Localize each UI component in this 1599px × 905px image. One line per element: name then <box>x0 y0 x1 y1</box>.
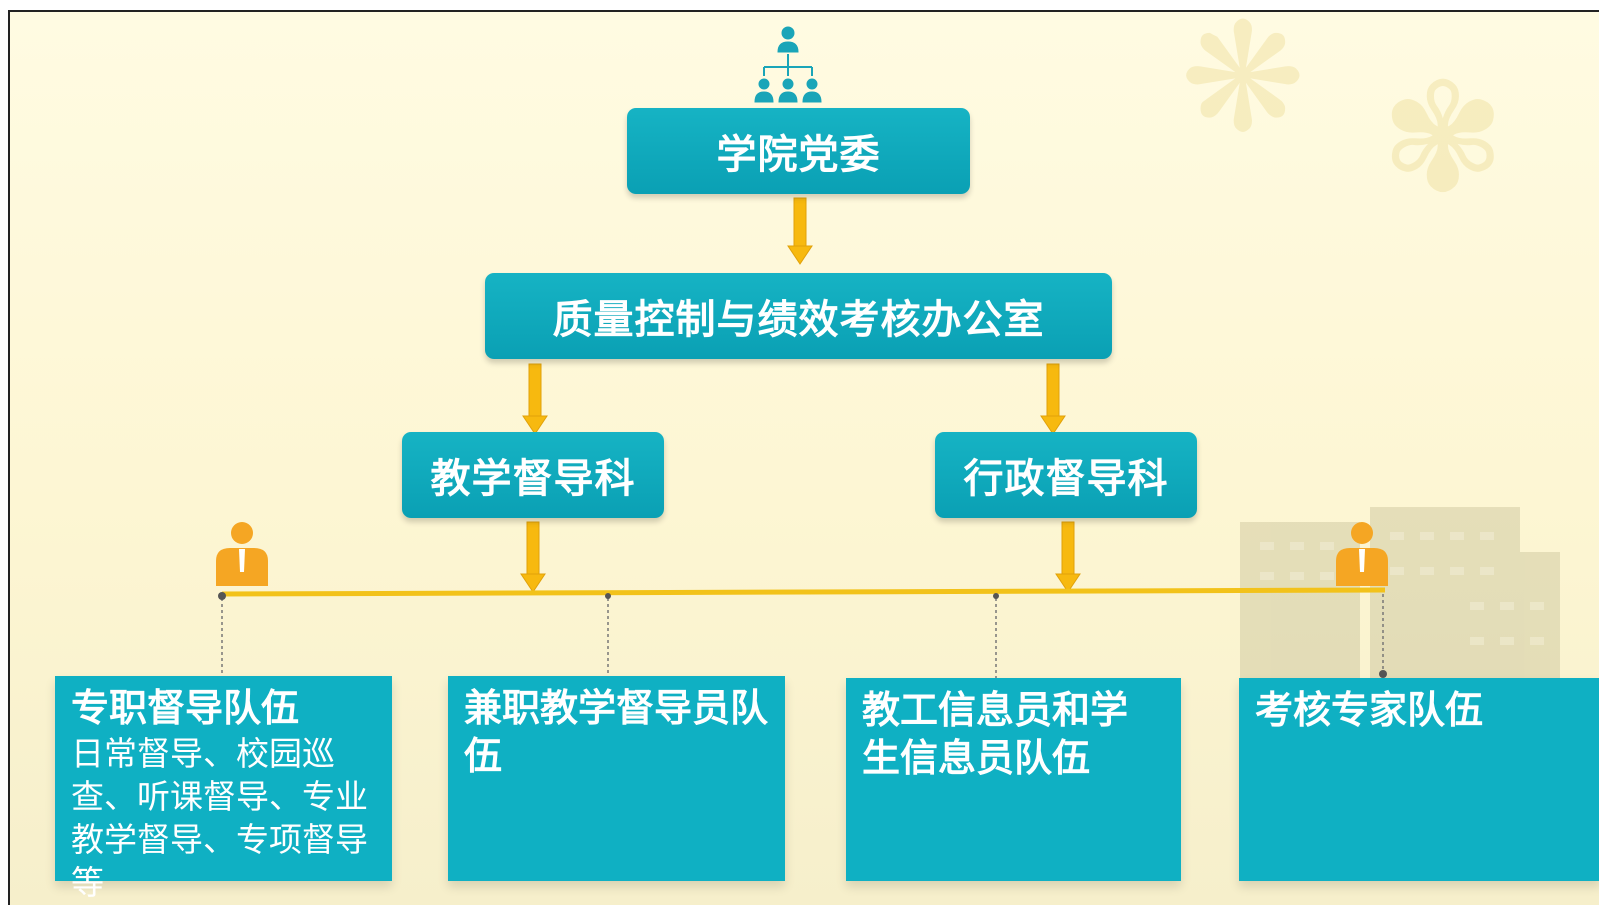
arrow-down-icon <box>787 197 813 265</box>
arrow-down-icon <box>520 521 546 593</box>
team-description: 日常督导、校园巡查、听课督导、专业教学督导、专项督导等 <box>71 734 368 902</box>
quality-office-box: 质量控制与绩效考核办公室 <box>485 273 1112 359</box>
party-committee-label: 学院党委 <box>716 132 881 178</box>
team-title: 教工信息员和学生信息员队伍 <box>862 688 1129 780</box>
team-title: 专职督导队伍 <box>71 686 300 730</box>
person-icon <box>216 522 268 586</box>
admin-supervision-label: 行政督导科 <box>963 456 1169 502</box>
team-panel-parttime: 兼职教学督导员队伍 <box>448 676 785 881</box>
decorative-calligraphy: ❋ <box>1180 10 1306 166</box>
teaching-supervision-box: 教学督导科 <box>402 432 664 518</box>
arrow-down-icon <box>522 363 548 435</box>
arrow-down-icon <box>1055 521 1081 593</box>
person-icon <box>1336 522 1388 586</box>
team-title: 兼职教学督导员队伍 <box>464 686 769 778</box>
building-watermark <box>1240 507 1560 702</box>
slide-canvas: ❋ ✾ <box>8 10 1599 905</box>
quality-office-label: 质量控制与绩效考核办公室 <box>552 297 1045 343</box>
team-title: 考核专家队伍 <box>1255 688 1484 732</box>
decorative-calligraphy: ✾ <box>1380 52 1506 226</box>
team-panel-informants: 教工信息员和学生信息员队伍 <box>846 678 1181 881</box>
team-panel-experts: 考核专家队伍 <box>1239 678 1599 881</box>
admin-supervision-box: 行政督导科 <box>935 432 1197 518</box>
teaching-supervision-label: 教学督导科 <box>430 456 636 502</box>
horizontal-timeline <box>221 587 1386 597</box>
party-committee-box: 学院党委 <box>627 108 970 194</box>
org-chart-icon <box>754 26 822 103</box>
team-panel-fulltime: 专职督导队伍 日常督导、校园巡查、听课督导、专业教学督导、专项督导等 <box>55 676 392 902</box>
arrow-down-icon <box>1040 363 1066 435</box>
connector-layer <box>216 26 1388 678</box>
